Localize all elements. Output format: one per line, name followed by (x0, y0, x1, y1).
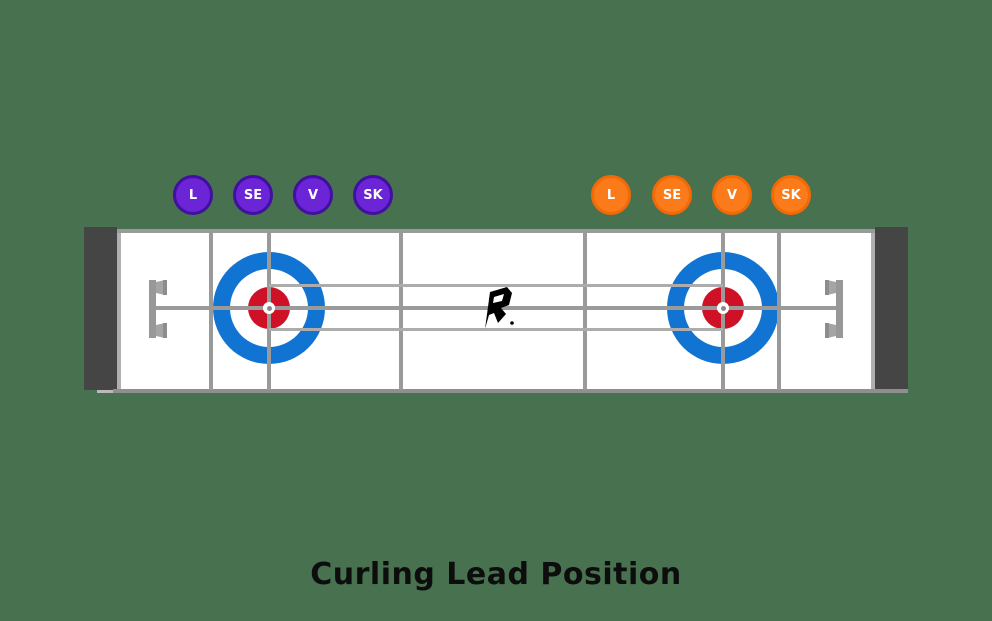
rules-r-logo-icon (477, 285, 517, 333)
parallel-line-bottom (269, 328, 723, 331)
backboard-right (875, 227, 908, 390)
badge-second-orange: SE (652, 175, 692, 215)
diagram-title: Curling Lead Position (310, 557, 682, 592)
sideline-top (117, 229, 875, 233)
backboard-left (84, 227, 117, 390)
ice-edge-right (871, 229, 875, 390)
sideline-bottom (113, 389, 908, 393)
badge-skip-orange: SK (771, 175, 811, 215)
hack-right-icon (823, 280, 843, 342)
badge-lead-orange: L (591, 175, 631, 215)
button-dot-right (720, 305, 726, 311)
button-pin-left (263, 302, 275, 314)
badge-vice-purple: V (293, 175, 333, 215)
hack-left-icon (149, 280, 169, 342)
sideline-bottom-stub (97, 390, 113, 393)
position-badge-label: SK (363, 187, 383, 203)
badge-second-purple: SE (233, 175, 273, 215)
button-pin-right (717, 302, 729, 314)
position-badge-label: L (606, 187, 616, 203)
parallel-line-top (269, 284, 723, 287)
position-badge-label: L (188, 187, 198, 203)
button-dot-left (266, 305, 272, 311)
position-badge-label: SE (662, 187, 682, 203)
badge-vice-orange: V (712, 175, 752, 215)
ice-edge-left (117, 229, 121, 390)
position-badge-label: SK (781, 187, 801, 203)
position-badge-label: V (307, 187, 319, 203)
position-badge-label: SE (243, 187, 263, 203)
position-badge-label: V (726, 187, 738, 203)
badge-lead-purple: L (173, 175, 213, 215)
badge-skip-purple: SK (353, 175, 393, 215)
